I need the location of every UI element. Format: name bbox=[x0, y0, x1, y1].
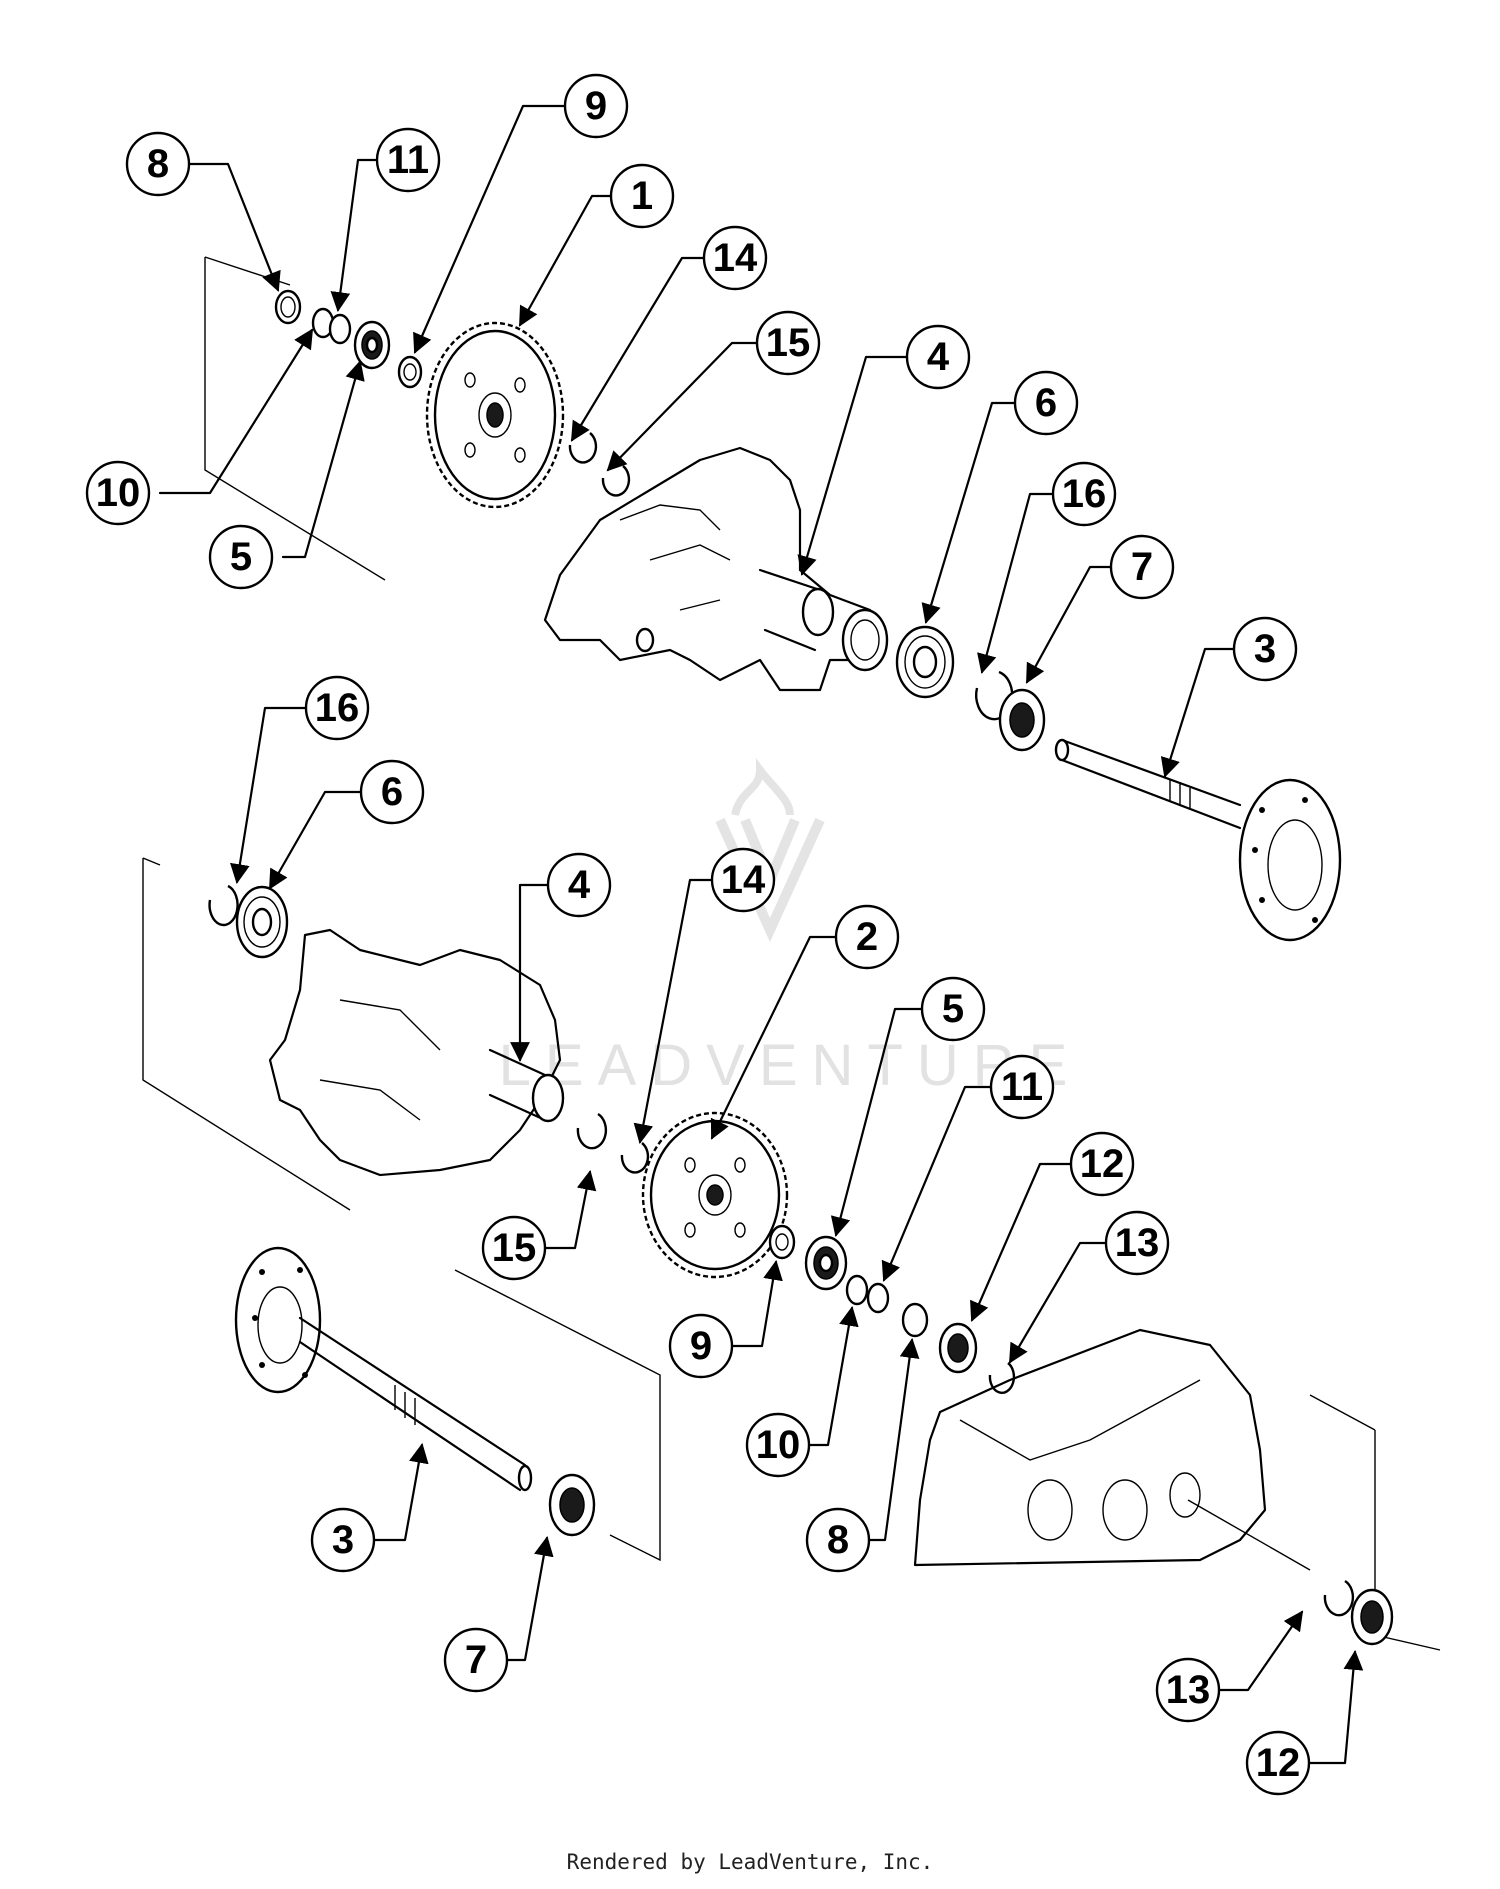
callout-8-mid: 8 bbox=[805, 1507, 871, 1573]
callout-15-top: 15 bbox=[755, 310, 821, 376]
axle-3-top bbox=[1054, 738, 1342, 942]
seal-12-mid bbox=[938, 1322, 978, 1374]
housing-top bbox=[543, 446, 889, 692]
seal-7-bot bbox=[548, 1473, 596, 1537]
washer-8-mid bbox=[901, 1302, 929, 1338]
callout-label: 15 bbox=[766, 321, 811, 365]
snap-ring-14-mid bbox=[620, 1142, 650, 1174]
ring-11-top bbox=[328, 313, 352, 345]
watermark: LEADVENTURE bbox=[499, 758, 1067, 1098]
housing-mid bbox=[268, 928, 565, 1177]
callout-label: 12 bbox=[1256, 1741, 1301, 1785]
callout-12-bot: 12 bbox=[1245, 1730, 1311, 1796]
leader-lines bbox=[158, 104, 1364, 1765]
callout-label: 8 bbox=[147, 142, 169, 186]
callout-13-bot: 13 bbox=[1155, 1657, 1221, 1723]
callout-label: 16 bbox=[315, 686, 360, 730]
callout-3-bot: 3 bbox=[310, 1507, 376, 1573]
bearing-5-mid bbox=[804, 1235, 848, 1291]
washer-9-mid bbox=[768, 1224, 796, 1260]
callout-label: 3 bbox=[332, 1518, 354, 1562]
callout-label: 13 bbox=[1166, 1668, 1211, 1712]
callout-10-mid: 10 bbox=[745, 1412, 811, 1478]
callout-label: 9 bbox=[585, 84, 607, 128]
snap-ring-16-mid bbox=[208, 884, 239, 927]
seal-12-bot bbox=[1350, 1588, 1394, 1646]
callout-label: 8 bbox=[827, 1518, 849, 1562]
bearing-6-mid bbox=[235, 885, 289, 959]
callout-label: 16 bbox=[1062, 472, 1107, 516]
bearing-6-top bbox=[895, 625, 955, 699]
callout-label: 4 bbox=[927, 335, 950, 379]
callout-label: 4 bbox=[568, 863, 591, 907]
callout-label: 5 bbox=[230, 535, 252, 579]
callout-label: 13 bbox=[1115, 1221, 1160, 1265]
callout-11-mid: 11 bbox=[989, 1054, 1055, 1120]
axle-3-bot bbox=[234, 1246, 533, 1492]
callout-14-top: 14 bbox=[702, 225, 768, 291]
callout-label: 12 bbox=[1080, 1142, 1125, 1186]
callout-label: 7 bbox=[1131, 545, 1153, 589]
callout-label: 11 bbox=[1001, 1065, 1043, 1109]
seal-7-top bbox=[998, 688, 1046, 752]
callout-7-bot: 7 bbox=[443, 1627, 509, 1693]
callout-label: 1 bbox=[631, 174, 653, 218]
callout-4-mid: 4 bbox=[546, 852, 612, 918]
callout-1: 1 bbox=[609, 163, 675, 229]
callout-13-mid: 13 bbox=[1104, 1210, 1170, 1276]
callout-label: 3 bbox=[1254, 627, 1276, 671]
callout-14-mid: 14 bbox=[710, 847, 776, 913]
gear-2 bbox=[641, 1111, 789, 1279]
callout-7-top: 7 bbox=[1109, 534, 1175, 600]
callout-9-mid: 9 bbox=[668, 1313, 734, 1379]
callout-2: 2 bbox=[834, 904, 900, 970]
snap-ring-15-mid bbox=[576, 1112, 608, 1150]
top-assembly bbox=[204, 256, 1342, 942]
callout-16-top: 16 bbox=[1051, 461, 1117, 527]
callout-9-top: 9 bbox=[563, 73, 629, 139]
snap-ring-13-bot bbox=[1323, 1579, 1355, 1617]
callout-16-mid: 16 bbox=[304, 675, 370, 741]
callout-4-top: 4 bbox=[905, 324, 971, 390]
callout-15-mid: 15 bbox=[481, 1215, 547, 1281]
callout-6-top: 6 bbox=[1013, 370, 1079, 436]
case-right bbox=[913, 1328, 1311, 1571]
callout-label: 10 bbox=[756, 1423, 801, 1467]
callout-11-top: 11 bbox=[375, 127, 441, 193]
callout-label: 9 bbox=[690, 1324, 712, 1368]
callout-label: 5 bbox=[942, 987, 964, 1031]
callout-5-top: 5 bbox=[208, 524, 274, 590]
callout-3-top: 3 bbox=[1232, 616, 1298, 682]
ring-10-mid bbox=[845, 1274, 869, 1306]
snap-ring-15-top bbox=[601, 465, 631, 497]
callout-label: 6 bbox=[381, 770, 403, 814]
gear-1 bbox=[425, 321, 565, 509]
footer-credit: Rendered by LeadVenture, Inc. bbox=[566, 1850, 934, 1874]
callout-label: 6 bbox=[1035, 381, 1057, 425]
bottom-assembly bbox=[234, 1246, 1441, 1651]
callout-label: 2 bbox=[856, 915, 878, 959]
callout-label: 11 bbox=[387, 138, 429, 182]
washer-8-top bbox=[274, 289, 302, 325]
callout-6-mid: 6 bbox=[359, 759, 425, 825]
ring-11-mid bbox=[866, 1282, 890, 1314]
washer-9-top bbox=[397, 355, 423, 389]
callout-8-top: 8 bbox=[125, 131, 191, 197]
callout-label: 10 bbox=[96, 471, 141, 515]
middle-assembly bbox=[142, 857, 1016, 1394]
callout-label: 15 bbox=[492, 1226, 537, 1270]
callout-12-mid: 12 bbox=[1069, 1131, 1135, 1197]
callout-5-mid: 5 bbox=[920, 976, 986, 1042]
callout-label: 14 bbox=[721, 858, 766, 902]
callout-label: 7 bbox=[465, 1638, 487, 1682]
callout-label: 14 bbox=[713, 236, 758, 280]
callout-10-top: 10 bbox=[85, 460, 151, 526]
